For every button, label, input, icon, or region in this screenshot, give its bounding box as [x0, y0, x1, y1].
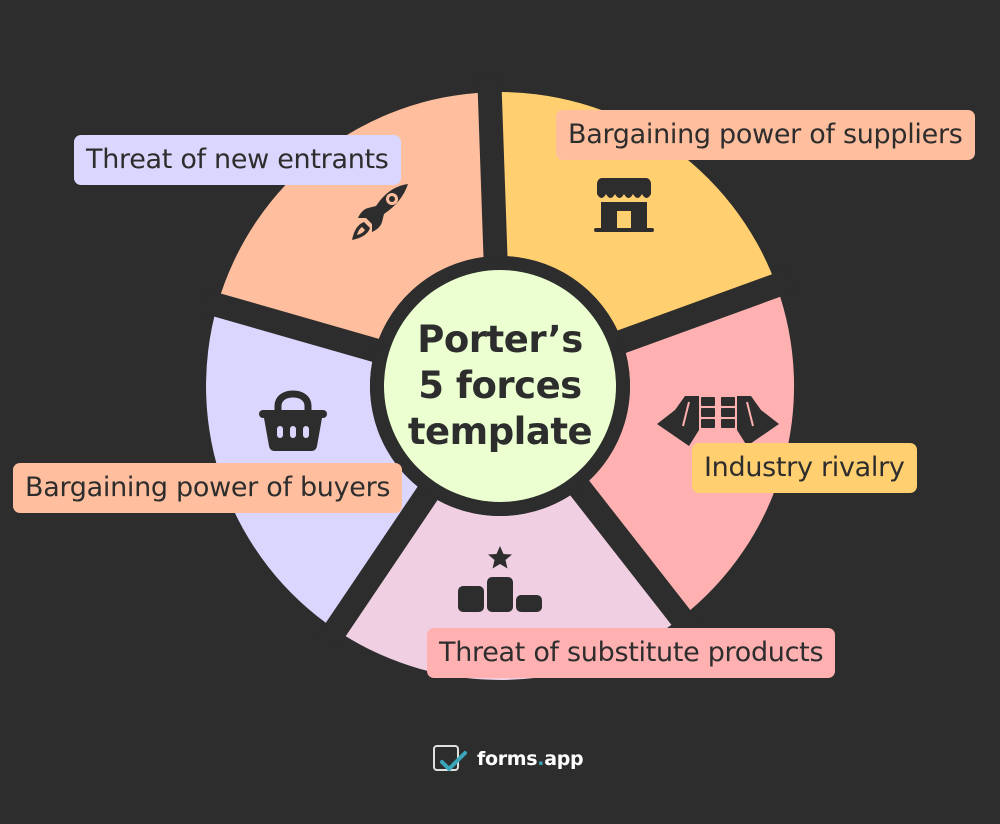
title-line-1: Porter’s	[417, 318, 583, 361]
center-circle	[384, 270, 616, 502]
store-icon	[594, 178, 654, 232]
title-line-2: 5 forces	[418, 364, 582, 407]
segment-rivalry	[580, 285, 795, 618]
basket-icon	[259, 390, 327, 451]
brick-hands-icon	[657, 396, 779, 446]
rocket-icon	[352, 184, 408, 240]
brand-logo: forms.app	[432, 744, 584, 774]
segment-new-entrants	[217, 92, 496, 351]
brand-name: forms.app	[477, 748, 584, 770]
label-buyers: Bargaining power of buyers	[13, 463, 403, 513]
title-line-3: template	[407, 410, 593, 453]
label-rivalry: Industry rivalry	[692, 443, 917, 493]
forms-app-logo-icon	[433, 745, 467, 771]
podium-star-icon	[458, 546, 542, 612]
label-suppliers: Bargaining power of suppliers	[556, 110, 975, 160]
label-new-entrants: Threat of new entrants	[74, 135, 401, 185]
diagram-title: Porter’s 5 forces template	[384, 270, 616, 502]
label-substitutes: Threat of substitute products	[427, 628, 836, 678]
